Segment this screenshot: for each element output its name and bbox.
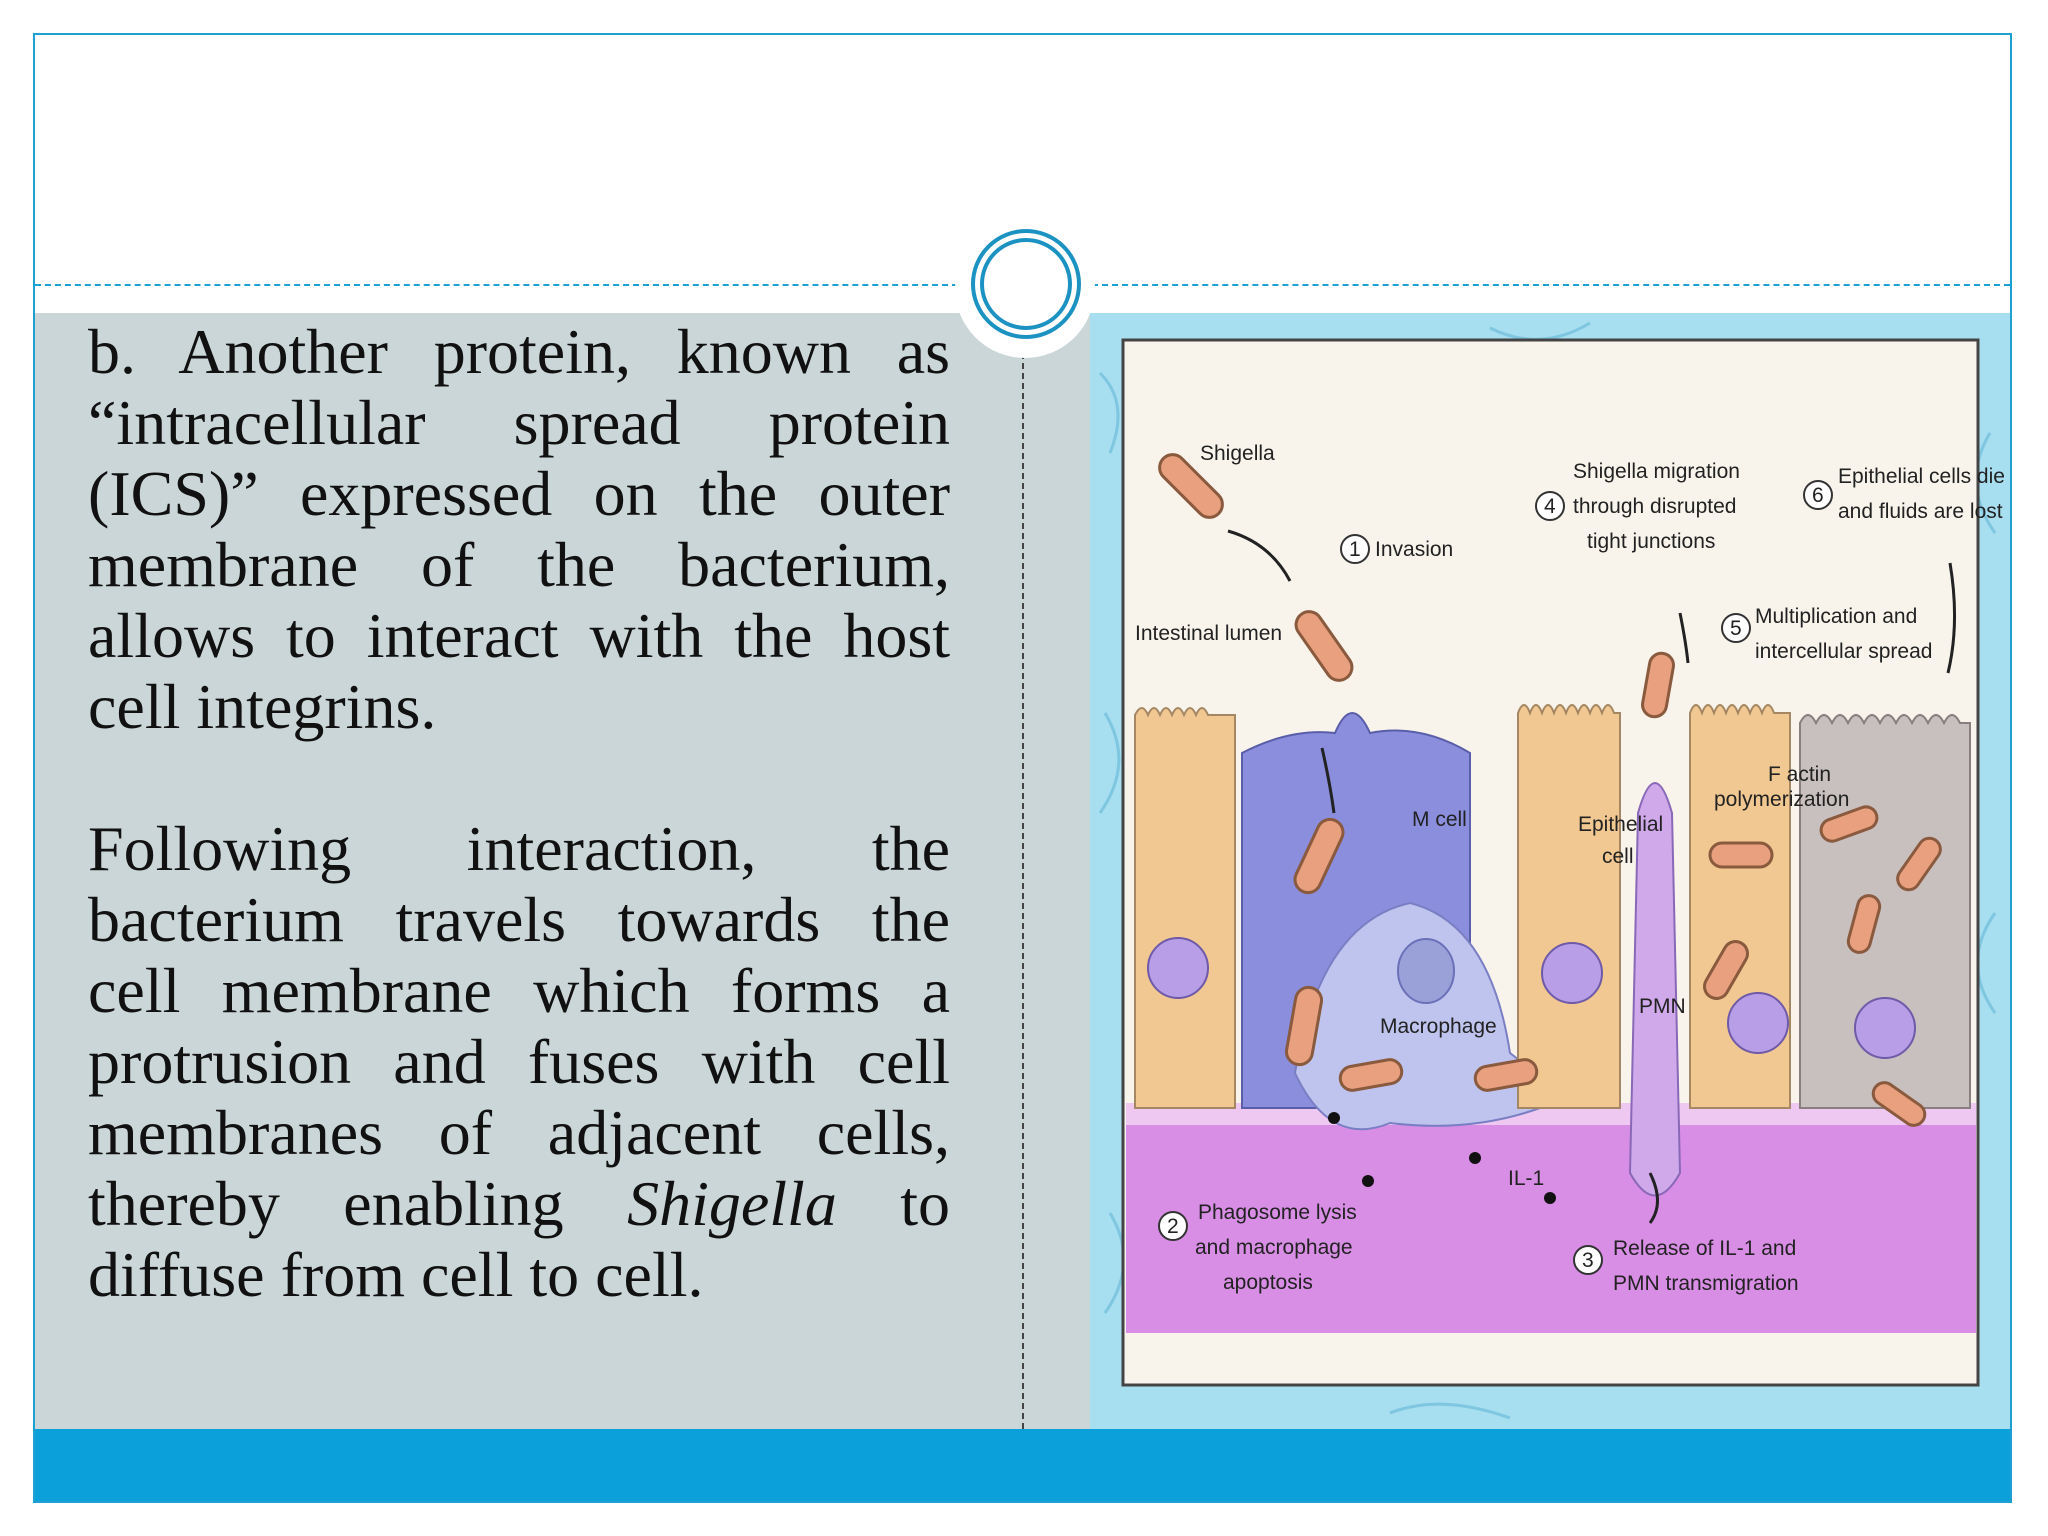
header-divider-left [35,284,958,286]
label-macrophage: Macrophage [1380,1015,1497,1038]
label-epithelial-line2: cell [1602,845,1634,868]
label-step5-line2: intercellular spread [1755,640,1932,663]
label-il1: IL-1 [1508,1167,1544,1190]
label-step2-line2: and macrophage [1195,1236,1353,1259]
label-m-cell: M cell [1412,808,1467,831]
footer-bar [35,1429,2010,1501]
label-step4-line1: Shigella migration [1573,460,1740,483]
column-divider [1022,313,1024,1429]
label-step3-line1: Release of IL-1 and [1613,1237,1796,1260]
label-step3-num: 3 [1582,1249,1594,1272]
paragraph-2: Following interaction, the bacterium tra… [88,813,951,1310]
label-step2-num: 2 [1167,1215,1179,1238]
label-step6-line1: Epithelial cells die [1838,465,2005,488]
label-shigella: Shigella [1200,442,1275,465]
label-step5-line1: Multiplication and [1755,605,1917,628]
shigella-italic: Shigella [627,1168,837,1239]
shigella-pathogenesis-figure: Shigella 1 Invasion Intestinal lumen 4 S… [1090,313,2010,1429]
label-step5-num: 5 [1730,617,1742,640]
title-connector-ring [971,229,1081,339]
label-intestinal-lumen: Intestinal lumen [1135,622,1282,645]
label-step4-line3: tight junctions [1587,530,1715,553]
label-step6-line2: and fluids are lost [1838,500,2003,523]
label-invasion: Invasion [1375,538,1453,561]
label-step1-num: 1 [1349,538,1361,561]
label-step4-num: 4 [1544,495,1556,518]
label-step3-line2: PMN transmigration [1613,1272,1799,1295]
paragraph-1: b. Another protein, known as “intracellu… [88,316,950,742]
label-epithelial-line1: Epithelial [1578,813,1663,836]
title-connector-circle [980,238,1072,330]
body-text: b. Another protein, known as “intracellu… [88,316,950,1310]
label-step2-line3: apoptosis [1223,1271,1313,1294]
label-pmn: PMN [1639,995,1686,1018]
label-factin-line2: polymerization [1714,788,1849,811]
label-factin-line1: F actin [1768,763,1831,786]
header-divider-right [1092,284,2010,286]
label-step2-line1: Phagosome lysis [1198,1201,1357,1224]
label-step6-num: 6 [1812,484,1824,507]
label-step4-line2: through disrupted [1573,495,1736,518]
